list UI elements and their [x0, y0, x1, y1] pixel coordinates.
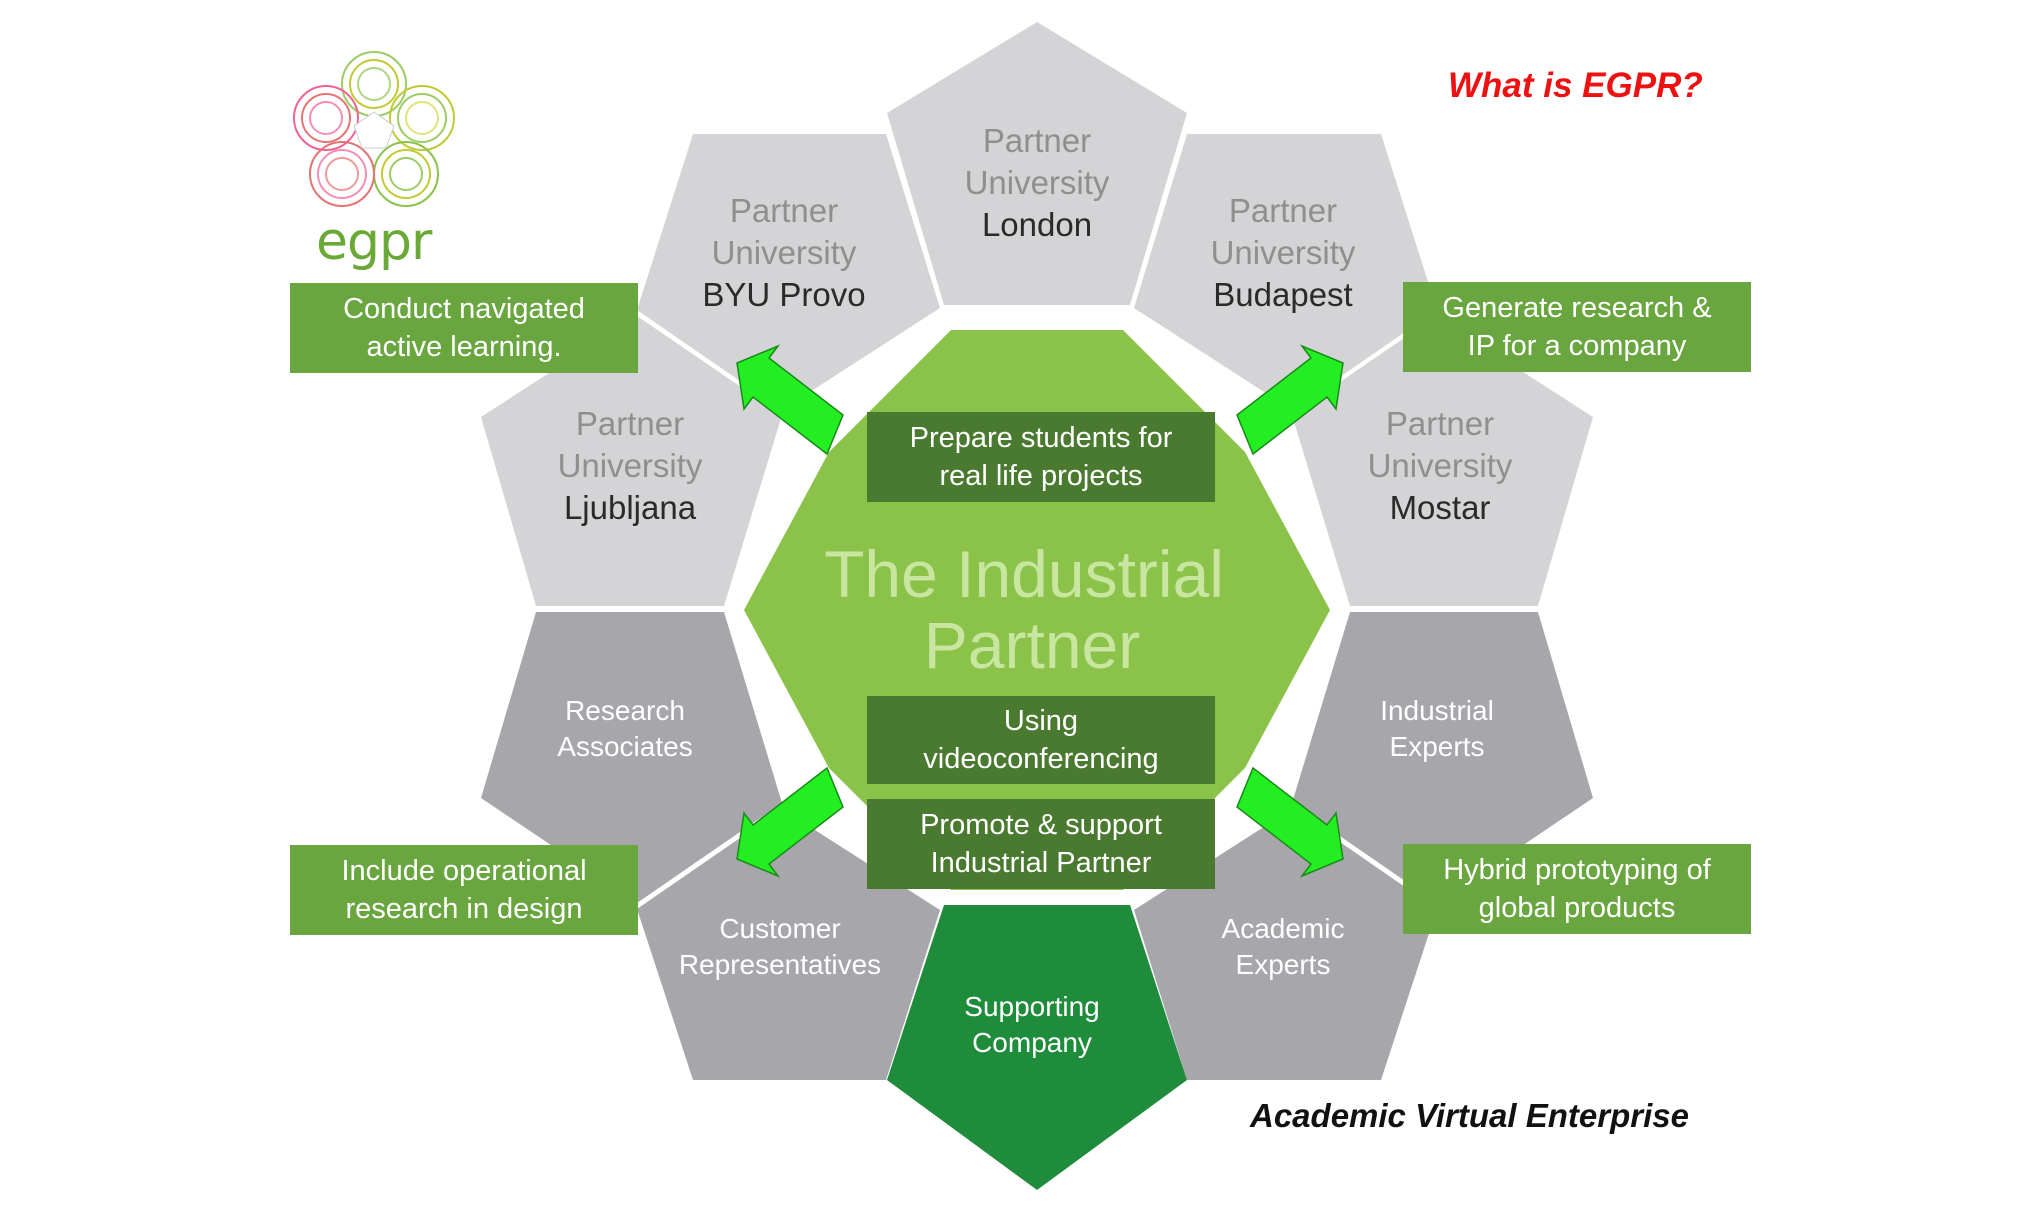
pentagon-research-associates [481, 612, 782, 903]
box-prepare-students: Prepare students for real life projects [867, 412, 1215, 502]
mostar-label-1: Partner [1386, 405, 1494, 442]
pentagon-industrial-experts [1292, 612, 1593, 903]
pentagon-mostar [1292, 316, 1593, 606]
industrial-experts-line1: Industrial [1380, 695, 1494, 726]
supporting-company-line2: Company [972, 1027, 1092, 1058]
supporting-company-line1: Supporting [964, 991, 1099, 1022]
ljubljana-city: Ljubljana [564, 489, 697, 526]
research-associates-line2: Associates [557, 731, 692, 762]
pentagon-london [887, 22, 1187, 305]
academic-experts-line2: Experts [1236, 949, 1331, 980]
footer-caption: Academic Virtual Enterprise [1250, 1097, 1689, 1134]
pentagon-customer-representatives [637, 809, 940, 1080]
ljubljana-label-2: University [558, 447, 703, 484]
london-label-1: Partner [983, 122, 1091, 159]
byu-label-2: University [712, 234, 857, 271]
box-conduct-learning: Conduct navigated active learning. [290, 283, 638, 373]
egpr-logo [293, 51, 455, 207]
academic-experts-line1: Academic [1222, 913, 1345, 944]
pentagon-ljubljana [481, 316, 782, 606]
arrow-bottom-right [1236, 766, 1344, 878]
customer-reps-line2: Representatives [679, 949, 881, 980]
london-city: London [982, 206, 1092, 243]
byu-label-1: Partner [730, 192, 838, 229]
center-title-line1: The Industrial [824, 537, 1224, 611]
arrow-top-left [736, 344, 844, 456]
page-title: What is EGPR? [1448, 66, 1703, 105]
byu-city: BYU Provo [702, 276, 865, 313]
mostar-label-2: University [1368, 447, 1513, 484]
box-promote-support: Promote & support Industrial Partner [867, 799, 1215, 889]
budapest-label-1: Partner [1229, 192, 1337, 229]
pentagon-supporting-company [887, 905, 1187, 1190]
box-generate-research: Generate research & IP for a company [1403, 282, 1751, 372]
london-label-2: University [965, 164, 1110, 201]
pentagon-budapest [1134, 134, 1437, 410]
pentagon-byu-provo [637, 134, 940, 410]
box-hybrid-prototyping: Hybrid prototyping of global products [1403, 844, 1751, 934]
research-associates-line1: Research [565, 695, 685, 726]
mostar-city: Mostar [1390, 489, 1491, 526]
budapest-label-2: University [1211, 234, 1356, 271]
logo-wordmark: egpr [316, 212, 432, 272]
budapest-city: Budapest [1213, 276, 1352, 313]
box-videoconferencing: Using videoconferencing [867, 696, 1215, 784]
box-operational-research: Include operational research in design [290, 845, 638, 935]
center-title-line2: Partner [924, 608, 1140, 682]
customer-reps-line1: Customer [719, 913, 840, 944]
industrial-experts-line2: Experts [1390, 731, 1485, 762]
ljubljana-label-1: Partner [576, 405, 684, 442]
arrow-bottom-left [736, 766, 844, 878]
arrow-top-right [1236, 344, 1344, 456]
